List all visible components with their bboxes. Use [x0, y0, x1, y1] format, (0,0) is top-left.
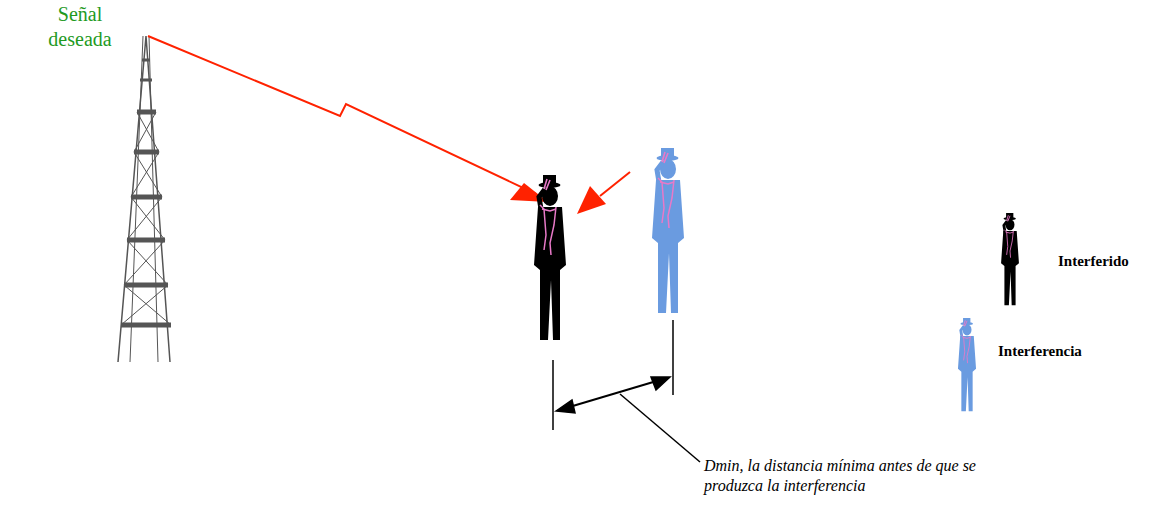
interfering-person — [652, 148, 684, 313]
interfered-person — [534, 175, 566, 340]
interference-arrow — [577, 172, 630, 214]
tower — [118, 36, 171, 362]
dimension — [553, 320, 700, 462]
legend-figure — [1001, 213, 1019, 305]
dimension-note: Dmin, la distancia mínima antes de que s… — [704, 456, 1034, 496]
legend-text: Interferencia — [998, 343, 1082, 360]
legend-figure — [958, 318, 976, 411]
signal-label: Señal deseada — [35, 2, 125, 52]
legend-text: Interferido — [1058, 253, 1129, 270]
signal-arrow — [148, 36, 548, 202]
